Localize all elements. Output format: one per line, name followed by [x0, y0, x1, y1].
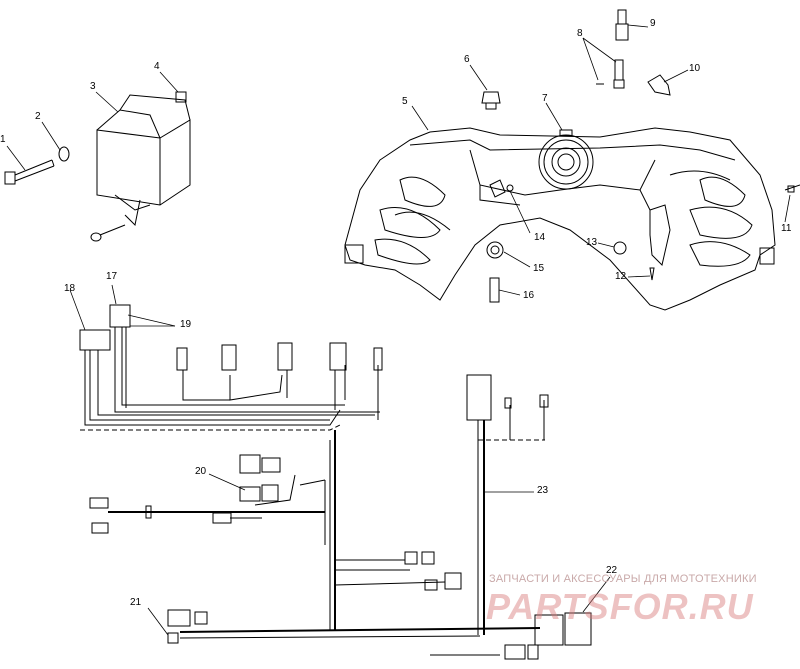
clip-part: [647, 74, 671, 96]
socket-part: [489, 277, 500, 303]
dash-panel: [344, 127, 776, 311]
callout-19: 19: [180, 319, 192, 330]
callout-1: 1: [0, 134, 6, 145]
watermark-logo: PARTSFOR.RU: [486, 586, 754, 627]
regulator-part: [96, 94, 191, 227]
wiring-harness-upper: [79, 304, 383, 431]
callout-20: 20: [195, 466, 207, 477]
callout-16: 16: [523, 290, 535, 301]
plug-part: [613, 241, 627, 255]
callout-8: 8: [577, 28, 583, 39]
callout-5: 5: [402, 96, 408, 107]
bolt-part: [4, 159, 55, 185]
callout-17: 17: [106, 271, 118, 282]
callout-11: 11: [781, 223, 792, 234]
ground-terminal: [90, 224, 126, 242]
callout-15: 15: [533, 263, 545, 274]
callout-4: 4: [154, 61, 160, 72]
callout-9: 9: [650, 18, 656, 29]
callout-21: 21: [130, 597, 142, 608]
callout-7: 7: [542, 93, 548, 104]
wiring-harness-main: [89, 374, 592, 660]
watermark-caption: ЗАПЧАСТИ И АКСЕССУАРЫ ДЛЯ МОТОТЕХНИКИ: [489, 573, 757, 585]
washer-part: [58, 146, 70, 162]
callout-6: 6: [464, 54, 470, 65]
nut-part: [175, 91, 187, 103]
bulb-part: [615, 9, 629, 41]
small-screw-part: [649, 267, 655, 281]
leader-lines: [6, 24, 791, 636]
callout-22: 22: [606, 565, 618, 576]
grommet-part: [486, 241, 504, 259]
callout-13: 13: [586, 237, 598, 248]
callout-10: 10: [689, 63, 701, 74]
callout-23: 23: [537, 485, 549, 496]
knob-part: [481, 91, 501, 110]
callout-12: 12: [615, 271, 627, 282]
callout-2: 2: [35, 111, 41, 122]
indicator-mount: [649, 204, 671, 266]
callout-3: 3: [90, 81, 96, 92]
screw-part: [784, 184, 800, 193]
callout-14: 14: [534, 232, 546, 243]
callout-18: 18: [64, 283, 76, 294]
gauge-part: [538, 129, 594, 190]
fastener-part: [596, 59, 625, 89]
